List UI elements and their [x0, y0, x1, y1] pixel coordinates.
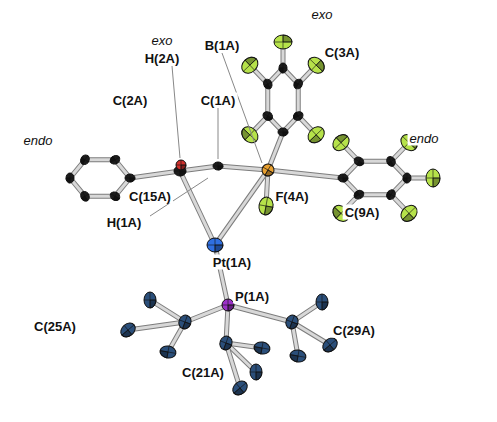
bond-outline [218, 166, 268, 170]
leader-line [172, 66, 180, 158]
atom-label: P(1A) [233, 289, 271, 304]
bond [185, 305, 228, 322]
carbon-atom [353, 155, 366, 167]
carbon-atom [353, 189, 366, 201]
carbon-atom [230, 378, 250, 397]
carbon-atom [159, 345, 177, 360]
bond [130, 171, 180, 178]
carbon-atom [278, 128, 288, 136]
carbon-atom [218, 334, 234, 351]
fluorine-atom [398, 202, 421, 225]
atom-label: C(21A) [180, 365, 226, 380]
boron-atom [260, 162, 276, 178]
orientation-note: exo [150, 33, 175, 48]
fluorine-atom [330, 131, 353, 154]
carbon-atom [66, 173, 74, 183]
carbon-atom [403, 173, 411, 183]
bond [228, 305, 292, 322]
fluorine-atom [238, 124, 261, 147]
carbon-atom [79, 190, 91, 203]
atoms [66, 35, 440, 398]
carbon-atom [385, 155, 397, 168]
carbon-atom [284, 313, 300, 330]
orientation-note: exo [310, 7, 335, 22]
fluorine-atom [305, 124, 328, 147]
atom-label: H(1A) [105, 215, 144, 230]
carbon-atom [262, 78, 274, 91]
bond-outline [130, 171, 180, 178]
atom-label: C(15A) [127, 189, 173, 204]
carbon-atom [79, 153, 91, 166]
carbon-atom [385, 188, 397, 201]
carbon-atom [109, 154, 122, 166]
fluorine-atom [426, 169, 440, 187]
fluorine-atom [258, 196, 275, 216]
carbon-atom [213, 162, 223, 170]
carbon-atom [118, 320, 138, 339]
bond-outline [185, 305, 228, 322]
atom-label: H(2A) [143, 51, 182, 66]
leader-line [218, 108, 219, 159]
atom-label: C(29A) [331, 323, 377, 338]
carbon-atom [261, 110, 274, 122]
bond [268, 170, 343, 178]
bond [218, 166, 268, 170]
bonds [70, 42, 433, 388]
carbon-atom [125, 174, 135, 182]
fluorine-atom [238, 54, 261, 77]
carbon-atom [292, 78, 304, 91]
platinum-atom [207, 238, 223, 252]
bond-outline [265, 84, 270, 116]
carbon-atom [109, 190, 122, 202]
leader-line [222, 53, 262, 163]
carbon-atom [177, 313, 193, 330]
atom-label: B(1A) [203, 38, 242, 53]
atom-label: Pt(1A) [211, 255, 253, 270]
carbon-atom [253, 341, 271, 356]
bond-outline [268, 170, 343, 178]
carbon-atom [144, 292, 156, 308]
carbon-atom [292, 110, 305, 122]
bond [180, 171, 215, 245]
bond [128, 322, 185, 330]
atom-label: C(25A) [32, 319, 78, 334]
bond-outline [228, 305, 292, 322]
atom-label: C(9A) [343, 205, 382, 220]
atom-label: C(2A) [111, 93, 150, 108]
bond-outline [180, 171, 215, 245]
orientation-note: endo [22, 133, 55, 148]
atom-label: C(3A) [323, 45, 362, 60]
carbon-atom [289, 349, 307, 364]
carbon-atom [338, 174, 348, 182]
atom-label: C(1A) [199, 93, 238, 108]
hydrogen-atom [176, 160, 186, 170]
carbon-atom [279, 63, 287, 73]
carbon-atom [250, 364, 262, 380]
fluorine-atom [274, 35, 292, 49]
orientation-note: endo [408, 131, 441, 146]
carbon-atom [320, 335, 340, 354]
carbon-atom [316, 294, 328, 310]
atom-label: F(4A) [273, 189, 310, 204]
bond-outline [128, 322, 185, 330]
